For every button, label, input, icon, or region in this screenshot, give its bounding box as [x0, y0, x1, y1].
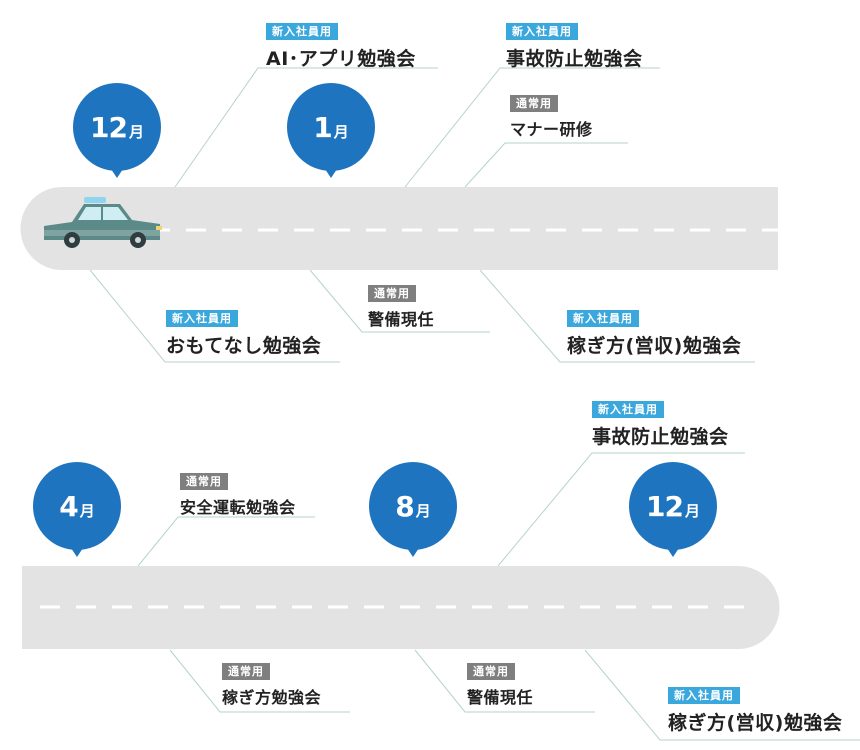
event-title: 事故防止勉強会 [592, 426, 729, 448]
event-accident-prevention: 新入社員用 事故防止勉強会 [506, 20, 643, 71]
month-unit: 月 [684, 501, 700, 520]
connector-line [479, 269, 755, 363]
month-marker-apr: 4 月 [33, 462, 121, 557]
connector-line [584, 649, 860, 741]
connector-line [89, 269, 340, 363]
event-ai-app-study: 新入社員用 AI･アプリ勉強会 [266, 20, 416, 71]
event-title: 稼ぎ方勉強会 [222, 688, 322, 707]
month-marker-aug: 8 月 [369, 462, 457, 557]
event-tag-regular: 通常用 [510, 95, 558, 112]
event-security-onsite-2: 通常用 警備現任 [467, 660, 533, 708]
month-number: 4 [59, 489, 79, 523]
month-marker-jan: 1 月 [287, 83, 375, 178]
connector-line [137, 516, 315, 567]
month-number: 8 [395, 489, 415, 523]
connector-line [414, 649, 595, 713]
month-number: 1 [313, 110, 333, 144]
event-title: 稼ぎ方(営収)勉強会 [567, 335, 742, 357]
event-tag-regular: 通常用 [222, 663, 270, 680]
event-title: 稼ぎ方(営収)勉強会 [668, 712, 843, 734]
event-security-onsite: 通常用 警備現任 [368, 282, 434, 330]
month-unit: 月 [333, 122, 349, 141]
event-title: マナー研修 [510, 120, 593, 139]
event-earnings-study: 新入社員用 稼ぎ方(営収)勉強会 [567, 307, 741, 358]
event-hospitality-study: 新入社員用 おもてなし勉強会 [166, 307, 321, 358]
event-tag-new-employee: 新入社員用 [266, 23, 338, 40]
event-title: 警備現任 [368, 310, 435, 329]
connector-line [174, 67, 438, 188]
event-earnings-study-regular: 通常用 稼ぎ方勉強会 [222, 660, 321, 708]
event-tag-new-employee: 新入社員用 [166, 310, 238, 327]
month-marker-dec: 12 月 [73, 83, 161, 178]
month-unit: 月 [79, 501, 95, 520]
connector-line [169, 649, 350, 713]
event-tag-new-employee: 新入社員用 [567, 310, 639, 327]
event-title: 警備現任 [467, 688, 534, 707]
connector-line [464, 142, 628, 188]
connector-line [497, 452, 745, 567]
connector-line [404, 67, 660, 188]
event-title: AI･アプリ勉強会 [266, 48, 416, 70]
event-title: 事故防止勉強会 [506, 48, 643, 70]
event-accident-prevention-2: 新入社員用 事故防止勉強会 [592, 398, 729, 449]
event-manner-training: 通常用 マナー研修 [510, 92, 593, 140]
connector-line [309, 269, 490, 333]
event-tag-regular: 通常用 [180, 473, 228, 490]
month-number: 12 [90, 110, 128, 144]
event-tag-new-employee: 新入社員用 [506, 23, 578, 40]
event-safe-driving-study: 通常用 安全運転勉強会 [180, 470, 296, 518]
event-title: 安全運転勉強会 [180, 498, 296, 517]
month-unit: 月 [415, 501, 431, 520]
road-upper [20, 187, 778, 270]
taxi-car-icon [44, 197, 162, 248]
event-tag-regular: 通常用 [368, 285, 416, 302]
event-title: おもてなし勉強会 [166, 335, 322, 357]
event-earnings-study-2: 新入社員用 稼ぎ方(営収)勉強会 [668, 684, 842, 735]
month-unit: 月 [128, 122, 144, 141]
event-tag-new-employee: 新入社員用 [592, 401, 664, 418]
event-tag-new-employee: 新入社員用 [668, 687, 740, 704]
month-number: 12 [646, 489, 684, 523]
connector-lines [89, 67, 860, 741]
month-marker-dec-2: 12 月 [629, 462, 717, 557]
event-tag-regular: 通常用 [467, 663, 515, 680]
